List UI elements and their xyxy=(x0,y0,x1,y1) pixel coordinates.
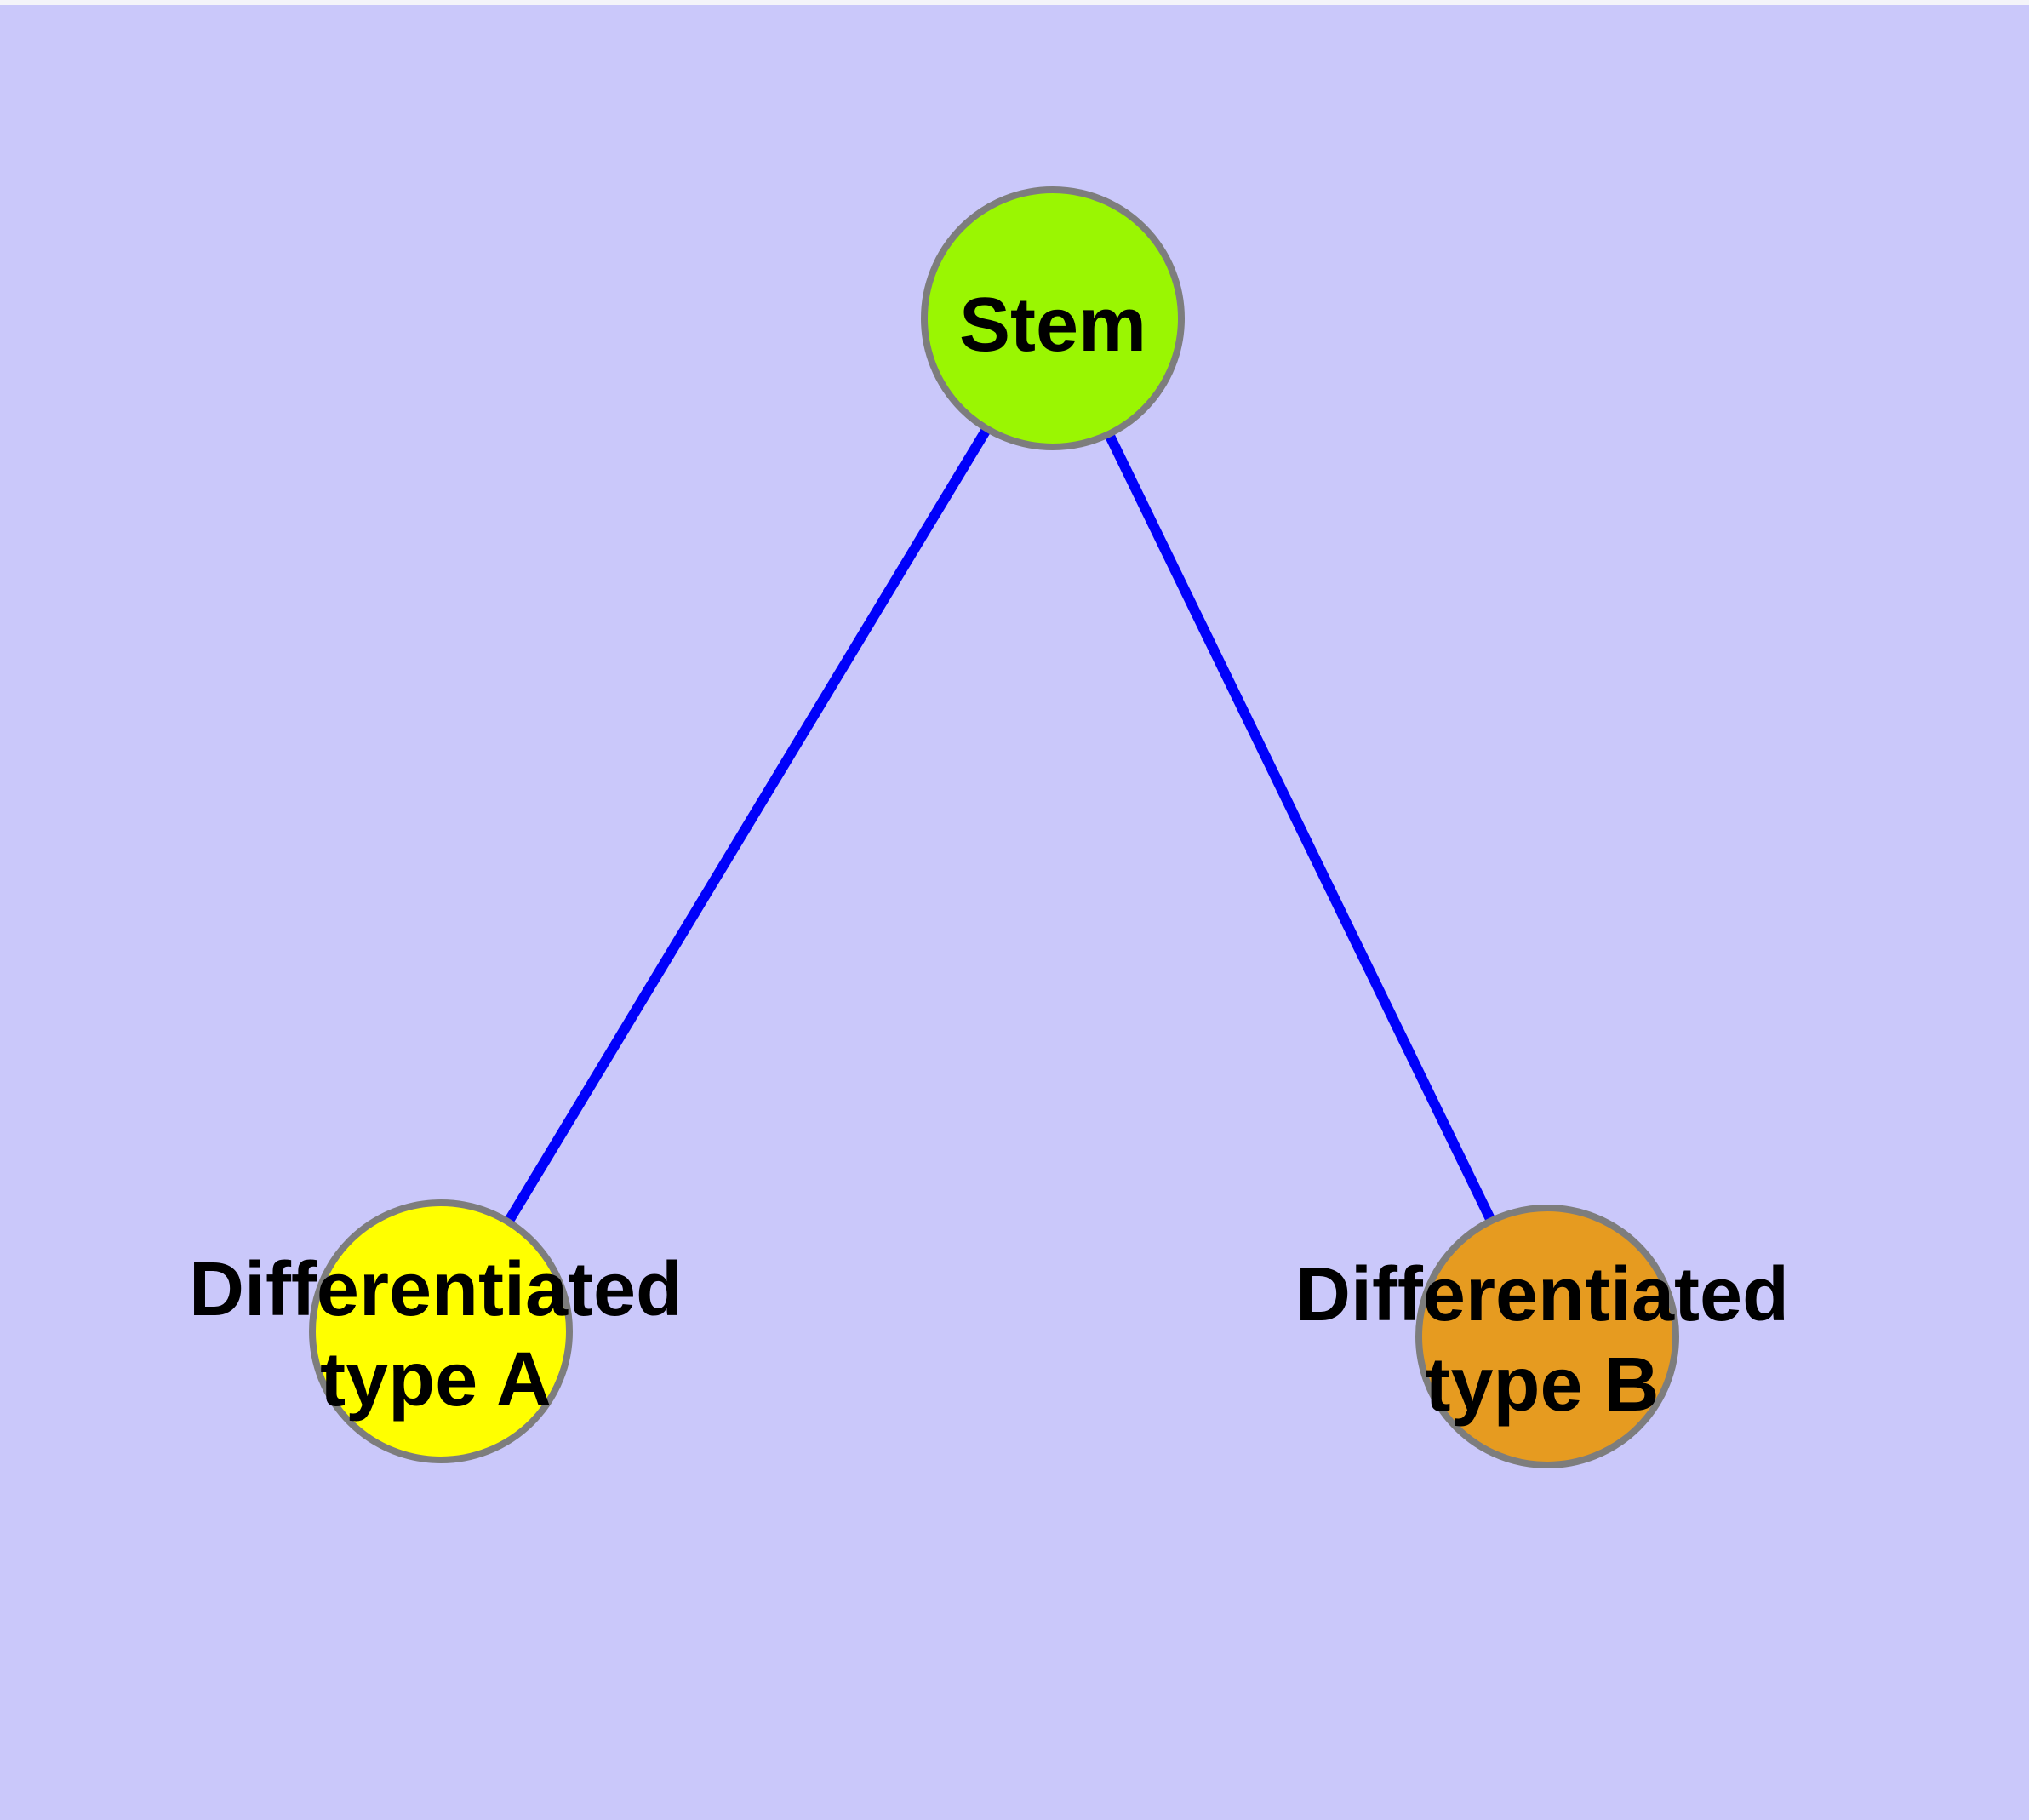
node-type-a-label-line2: type A xyxy=(320,1337,552,1422)
node-type-a-label-line1: Differentiated xyxy=(189,1247,683,1332)
node-stem-label: Stem xyxy=(959,283,1146,368)
node-type-b-label-line2: type B xyxy=(1425,1342,1659,1428)
node-type-b-circle xyxy=(1415,1205,1679,1468)
node-stem-circle xyxy=(921,186,1185,450)
top-edge-strip xyxy=(0,0,2029,5)
edge-stem-to-type-a xyxy=(504,425,992,1224)
edge-stem-to-type-b xyxy=(1103,430,1496,1223)
node-type-a-circle xyxy=(309,1199,573,1463)
node-type-b-label-line1: Differentiated xyxy=(1295,1252,1789,1337)
